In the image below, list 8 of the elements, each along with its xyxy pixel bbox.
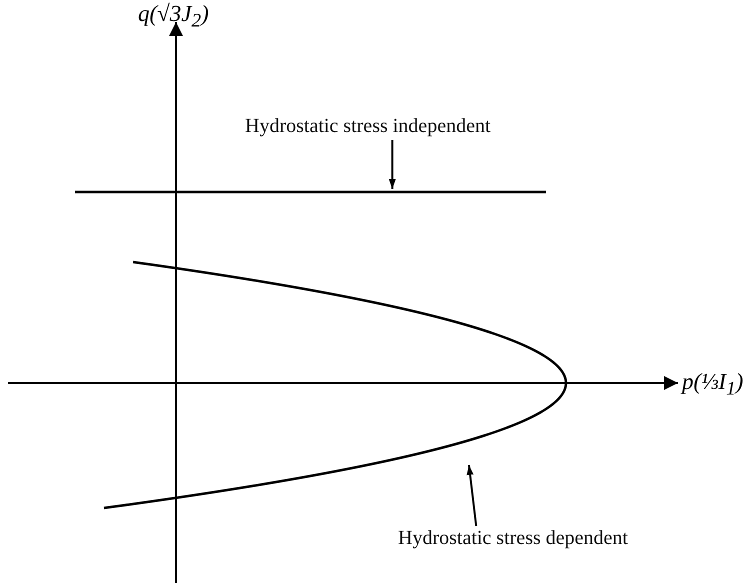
leader-arrow xyxy=(466,464,478,526)
p-axis-label: p(⅓I$_{1}$) xyxy=(682,370,744,399)
leader-arrow xyxy=(388,140,396,189)
yield-curve xyxy=(104,260,568,510)
annotation-text: Hydrostatic stress dependent xyxy=(398,528,628,548)
yield-line xyxy=(75,190,546,194)
annotation-text: Hydrostatic stress independent xyxy=(245,116,490,136)
q-axis-label: q(√3J$_{2}$) xyxy=(138,2,209,31)
